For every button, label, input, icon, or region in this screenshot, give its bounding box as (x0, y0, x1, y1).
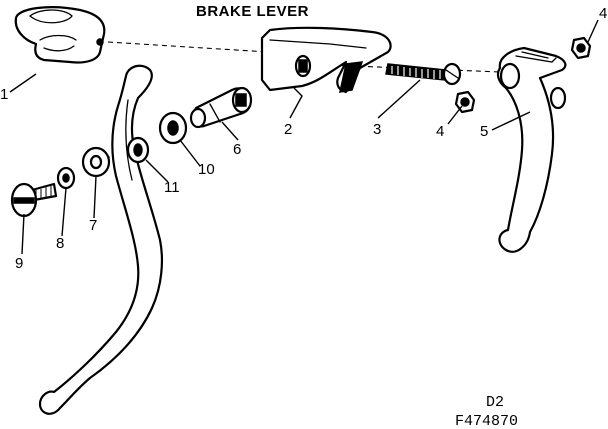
part-clamp (14, 6, 106, 64)
leader-4-lower (447, 105, 463, 125)
leader-10 (179, 139, 201, 167)
callout-11: 11 (164, 179, 180, 196)
callout-2: 2 (284, 121, 292, 138)
leader-4-upper (587, 19, 599, 43)
callout-7: 7 (89, 217, 97, 234)
assembly-axis-pivot (304, 63, 501, 73)
callout-5: 5 (480, 123, 488, 140)
leader-11 (145, 159, 169, 183)
leader-1 (9, 73, 37, 93)
callout-9: 9 (15, 255, 23, 272)
part-pivot-pin (189, 86, 253, 129)
callout-6: 6 (233, 141, 241, 158)
callout-3: 3 (373, 121, 381, 138)
leader-7 (93, 175, 97, 219)
leader-2 (289, 87, 303, 119)
leader-8 (61, 187, 67, 237)
diagram-title: BRAKE LEVER (196, 3, 309, 20)
callout-1: 1 (0, 86, 8, 103)
part-washer-10 (158, 111, 188, 145)
callout-8: 8 (56, 235, 64, 252)
part-nut-upper (570, 36, 592, 60)
part-brake-lever-right (496, 46, 567, 253)
leader-3 (377, 79, 421, 119)
part-spacer-7 (81, 146, 111, 178)
sheet-label: D2 (486, 394, 504, 411)
leader-5 (491, 111, 531, 131)
part-brake-lever-left (38, 64, 164, 415)
callout-4-upper: 4 (599, 5, 607, 22)
part-bracket (260, 26, 392, 94)
part-adjuster-screw (385, 62, 462, 86)
part-bolt-9 (10, 182, 58, 218)
callout-4-lower: 4 (436, 123, 444, 140)
leader-6 (221, 121, 239, 141)
callout-10: 10 (198, 161, 215, 178)
leader-9 (21, 213, 25, 255)
part-nut-lower (454, 90, 476, 114)
figure-number: F474870 (455, 413, 518, 429)
part-lock-washer-8 (56, 166, 76, 190)
assembly-axis-clamp (107, 41, 269, 53)
